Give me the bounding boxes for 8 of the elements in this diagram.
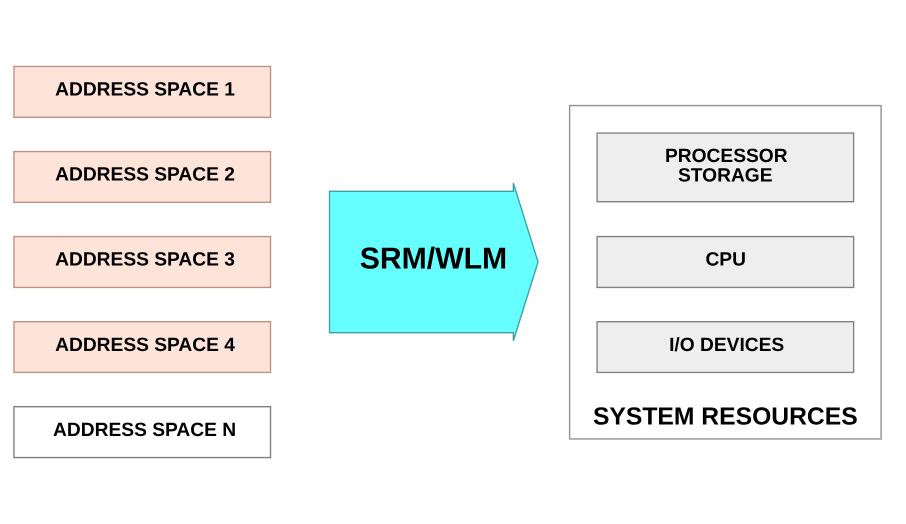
node-box: I/O DEVICES xyxy=(596,321,854,374)
node-box: ADDRESS SPACE N xyxy=(13,406,272,458)
node-box: ADDRESS SPACE 1 xyxy=(13,66,272,118)
node-box: PROCESSOR STORAGE xyxy=(596,132,854,202)
node-box: ADDRESS SPACE 3 xyxy=(13,236,272,288)
node-box: CPU xyxy=(596,236,854,288)
node-box: ADDRESS SPACE 4 xyxy=(13,321,272,374)
node-box: ADDRESS SPACE 2 xyxy=(13,150,272,203)
